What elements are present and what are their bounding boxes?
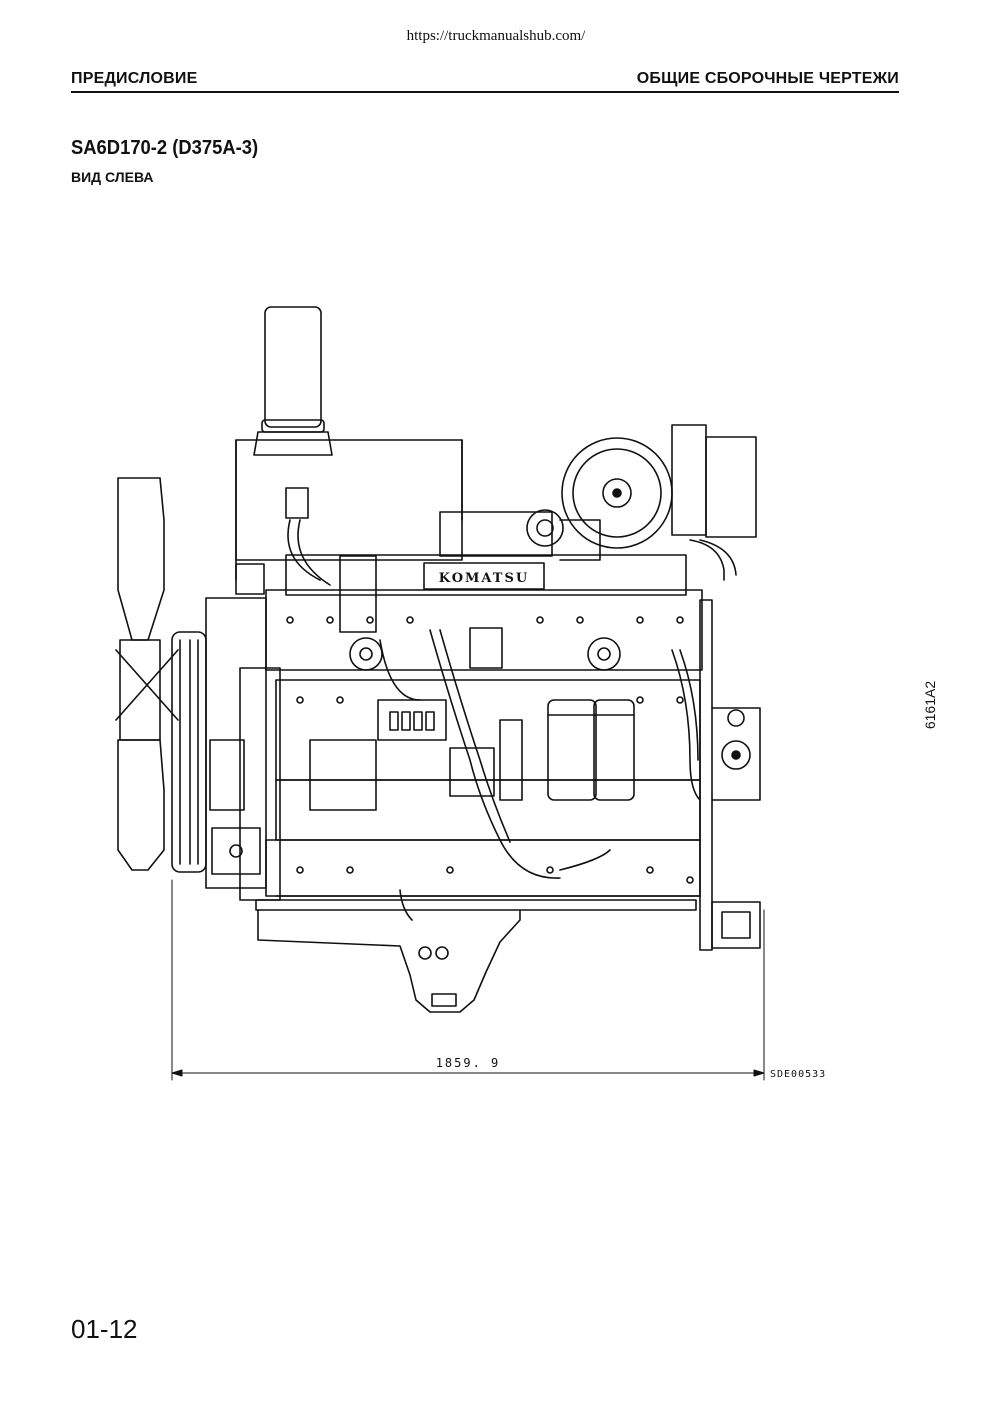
exhaust-stack — [235, 306, 463, 581]
flywheel-housing-mount — [699, 599, 761, 951]
header-chapter-title: ОБЩИЕ СБОРОЧНЫЕ ЧЕРТЕЖИ — [636, 70, 899, 87]
source-url[interactable]: https://truckmanualshub.com/ — [406, 28, 586, 44]
block-bolts — [286, 616, 694, 884]
view-caption: ВИД СЛЕВА — [71, 169, 154, 185]
air-cleaner — [561, 424, 757, 581]
brand-plate-text: KOMATSU — [439, 571, 529, 586]
figure-side-code: 6161A2 — [922, 680, 938, 730]
turbocharger — [526, 509, 601, 561]
header-rule — [71, 91, 899, 93]
rocker-cover — [285, 511, 687, 596]
fuel-injection-pump — [309, 699, 523, 811]
water-pump — [285, 487, 621, 671]
dimension-line — [171, 879, 765, 1081]
engine-model-title: SA6D170-2 (D375A-3) — [71, 137, 259, 159]
fuel-and-oil-lines — [287, 519, 701, 921]
front-housing — [205, 563, 281, 901]
oil-pan — [257, 909, 521, 1013]
overall-length-dimension: 1859. 9 — [436, 1056, 501, 1070]
oil-filters — [547, 699, 635, 801]
header-section-title: ПРЕДИСЛОВИЕ — [71, 70, 198, 87]
cooling-fan — [115, 477, 207, 873]
page-number: 01-12 — [71, 1314, 138, 1344]
cylinder-block — [255, 589, 703, 911]
drawing-code: SDE00533 — [770, 1069, 826, 1080]
